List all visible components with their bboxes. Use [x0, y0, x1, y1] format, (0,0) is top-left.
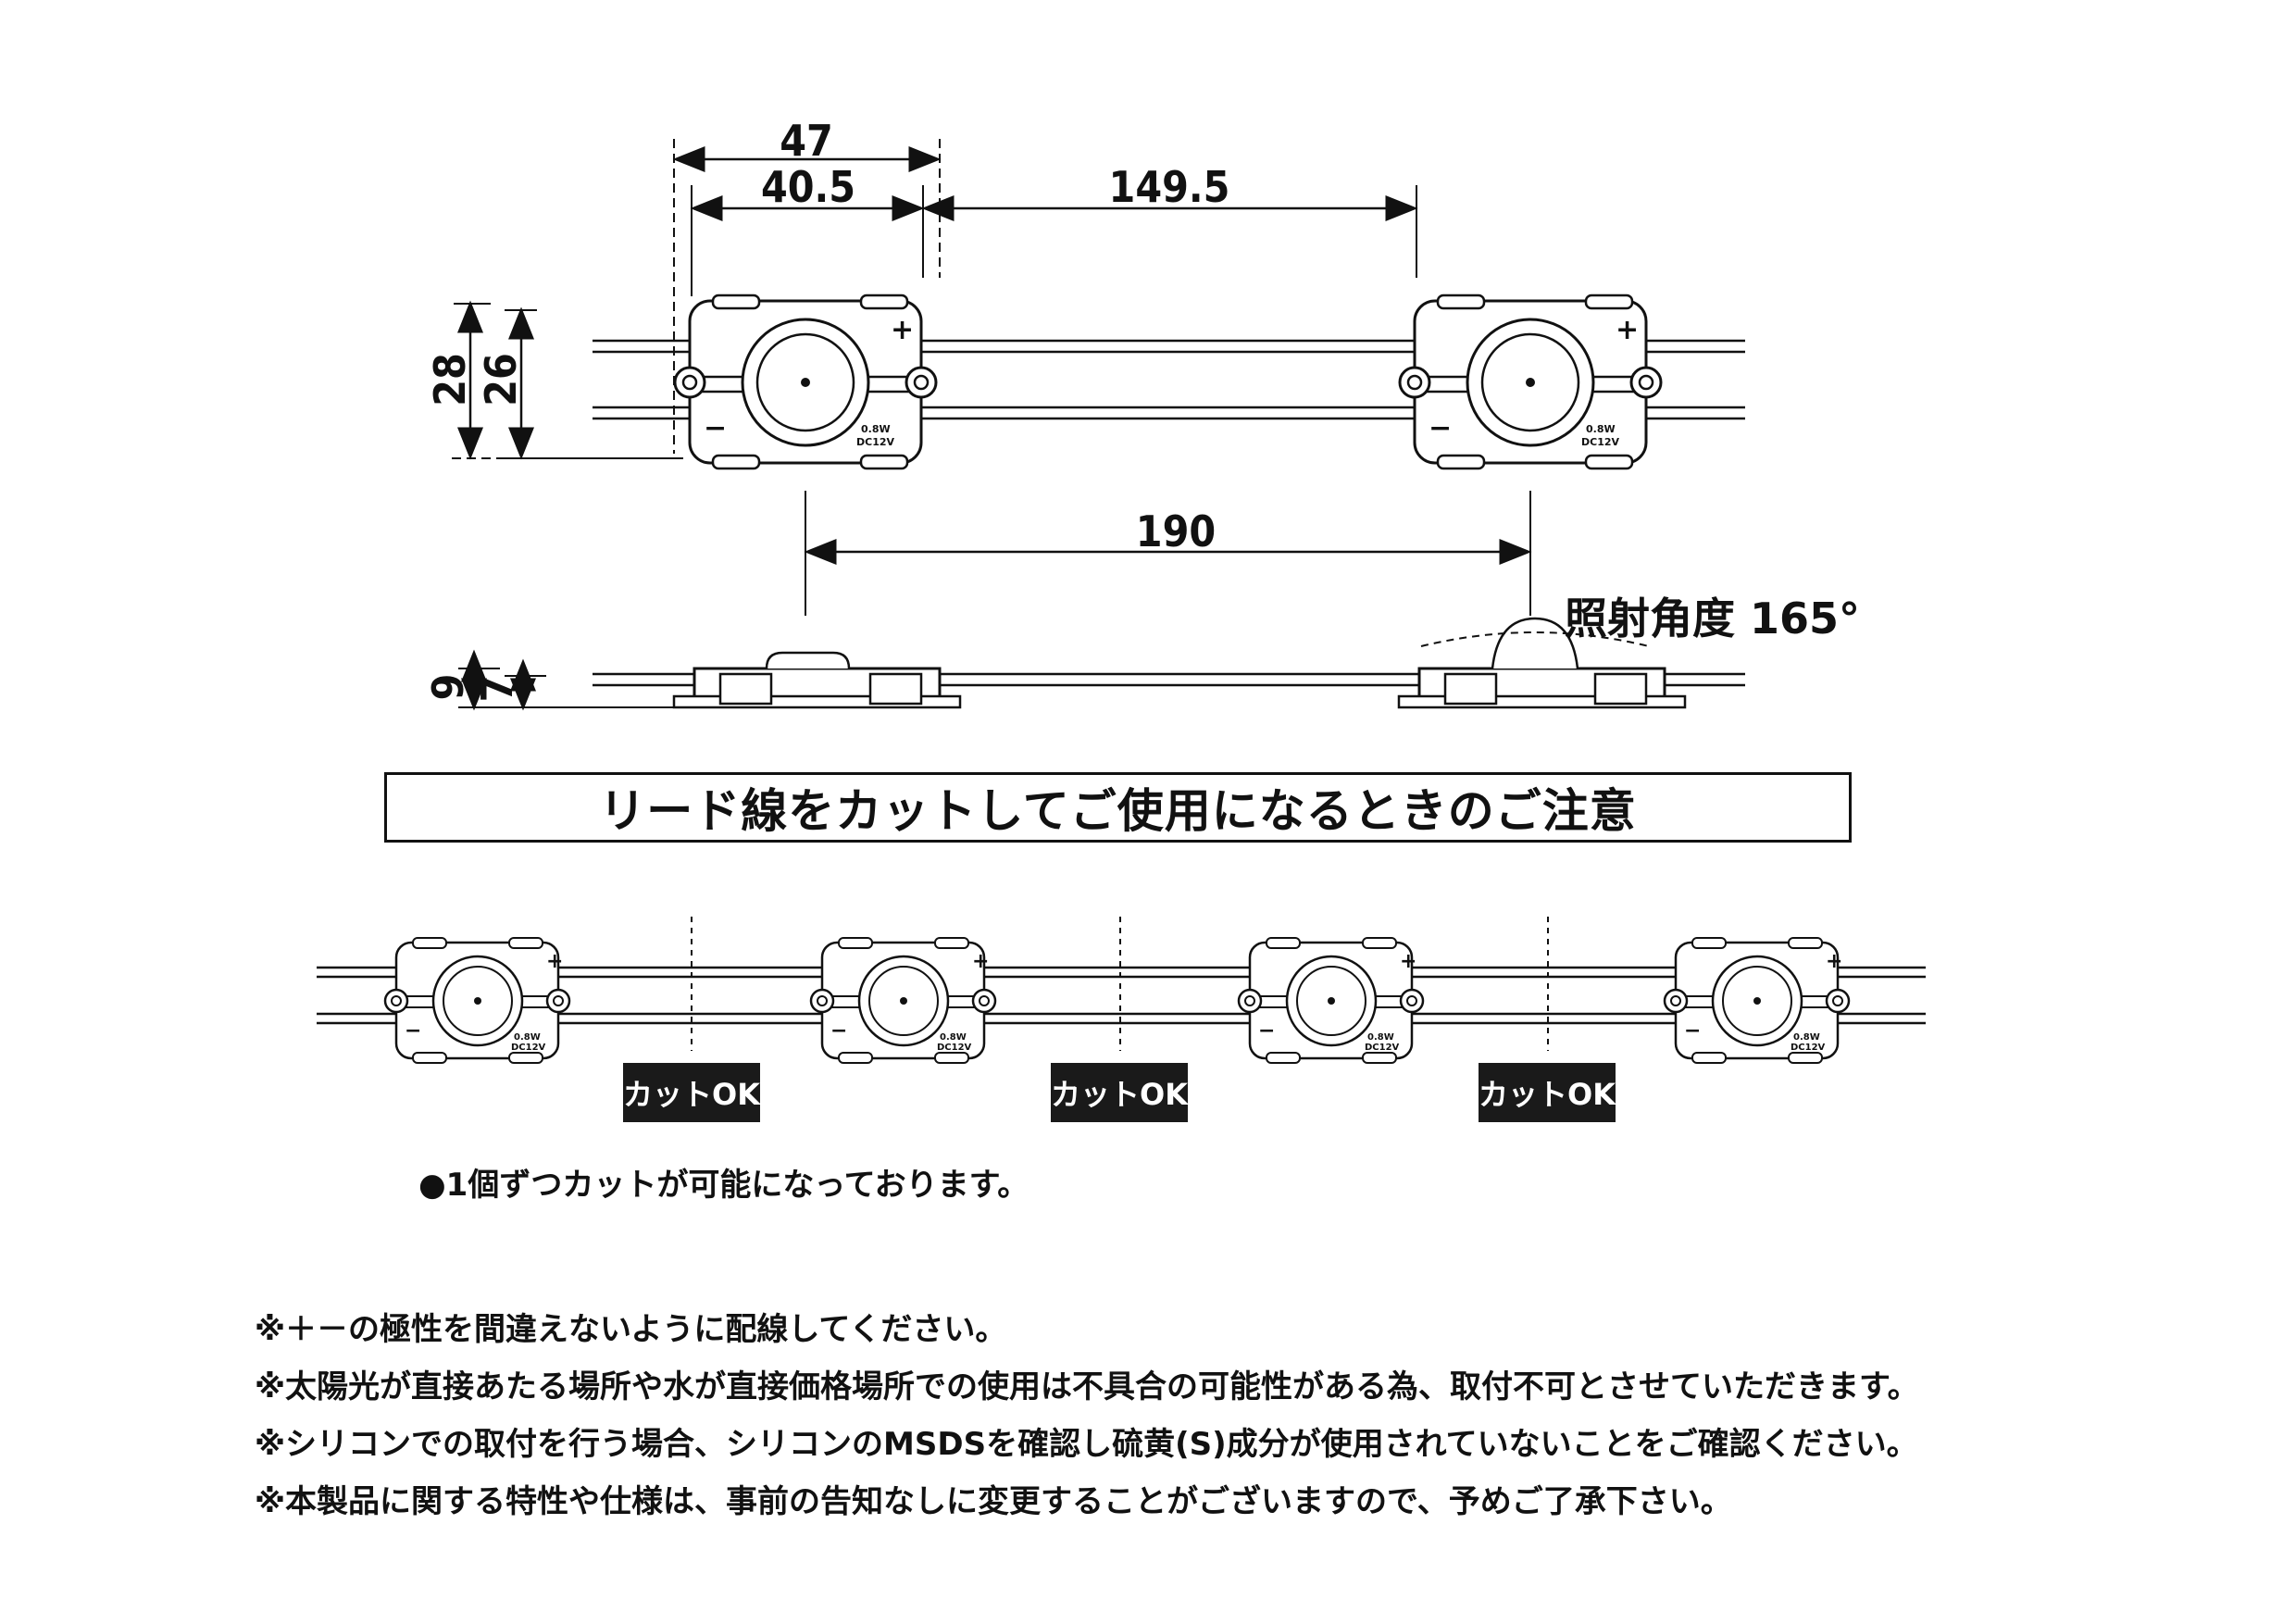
svg-text:+: +: [546, 950, 563, 973]
lens-dome-left: [765, 651, 851, 669]
dimension-9-label: 9: [423, 674, 473, 701]
svg-text:0.8W: 0.8W: [940, 1032, 967, 1043]
dimension-40-5-label: 40.5: [761, 162, 855, 212]
side-view: 9 7: [423, 617, 1745, 711]
svg-text:+: +: [1826, 950, 1842, 973]
svg-text:−: −: [1684, 1019, 1701, 1043]
note-item: ※太陽光が直接あたる場所や水が直接価格場所での使用は不具合の可能性がある為、取付…: [255, 1368, 1919, 1405]
notice-title: リード線をカットしてご使用になるときのご注意: [599, 784, 1637, 838]
dimension-149-5-label: 149.5: [1109, 162, 1230, 212]
module-plus-label: +: [891, 314, 914, 346]
side-module-left: [672, 667, 962, 709]
module-minus-label: −: [704, 412, 727, 444]
notes-list: ※＋－の極性を間違えないように配線してください。 ※太陽光が直接あたる場所や水が…: [255, 1301, 1919, 1530]
svg-text:0.8W: 0.8W: [1367, 1032, 1394, 1043]
module-power-label: 0.8W: [1586, 423, 1616, 435]
module-voltage-label: DC12V: [856, 436, 895, 448]
bullet-note: ●1個ずつカットが可能になっております。: [418, 1167, 1029, 1204]
module-voltage-label: DC12V: [1581, 436, 1620, 448]
cut-ok-badge: カットOK: [1479, 1063, 1616, 1122]
dimension-190-label: 190: [1136, 506, 1216, 556]
svg-text:DC12V: DC12V: [511, 1043, 546, 1053]
svg-text:+: +: [972, 950, 989, 973]
svg-text:−: −: [830, 1019, 847, 1043]
svg-text:−: −: [1258, 1019, 1275, 1043]
svg-text:DC12V: DC12V: [937, 1043, 972, 1053]
note-item: ※本製品に関する特性や仕様は、事前の告知なしに変更することがございますので、予め…: [255, 1483, 1732, 1520]
beam-angle-label: 照射角度 165°: [1565, 593, 1861, 643]
cut-ok-badge: カットOK: [623, 1063, 760, 1122]
side-module-right: [1397, 667, 1687, 709]
module-plus-label: +: [1616, 314, 1639, 346]
note-item: ※＋－の極性を間違えないように配線してください。: [255, 1311, 1007, 1348]
cut-ok-badge: カットOK: [1051, 1063, 1188, 1122]
svg-text:DC12V: DC12V: [1791, 1043, 1826, 1053]
module-power-label: 0.8W: [861, 423, 891, 435]
svg-text:+: +: [1400, 950, 1416, 973]
notice-title-box: リード線をカットしてご使用になるときのご注意: [384, 772, 1852, 843]
dimension-26-label: 26: [476, 353, 526, 406]
dimension-7-label: 7: [472, 676, 522, 703]
lens-dome-right: [1491, 617, 1579, 669]
dimension-28-label: 28: [425, 353, 475, 406]
top-view: + − 0.8W DC12V + − 0.8W DC12V 47 40.5 14…: [425, 116, 1745, 616]
svg-text:−: −: [405, 1019, 421, 1043]
svg-text:DC12V: DC12V: [1365, 1043, 1400, 1053]
svg-text:0.8W: 0.8W: [1793, 1032, 1820, 1043]
svg-text:0.8W: 0.8W: [514, 1032, 541, 1043]
note-item: ※シリコンでの取付を行う場合、シリコンのMSDSを確認し硫黄(S)成分が使用され…: [255, 1426, 1918, 1463]
beam-angle-arc: [1420, 631, 1650, 647]
dimension-47-label: 47: [780, 116, 833, 166]
module-minus-label: −: [1429, 412, 1452, 444]
